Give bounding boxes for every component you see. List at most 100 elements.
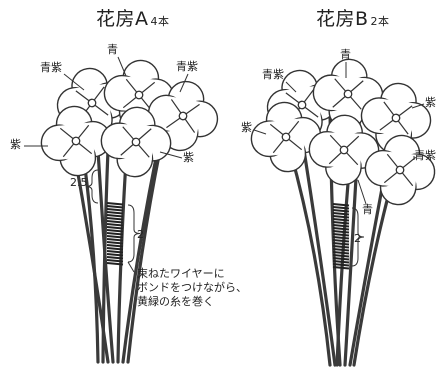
b-leader-right xyxy=(411,103,425,109)
a-label-top-right: 青紫 xyxy=(176,60,198,73)
thread-wrap-line xyxy=(106,223,124,227)
thread-wrap-line xyxy=(332,221,350,225)
thread-wrap-line xyxy=(106,202,124,206)
thread-wrap-line xyxy=(332,239,350,243)
thread-wrap-line xyxy=(332,248,350,252)
thread-wrap-line xyxy=(332,266,350,270)
a-measure-upper: 2.5 xyxy=(70,176,88,189)
thread-wrap-line xyxy=(106,238,124,242)
flower-center xyxy=(71,136,81,146)
thread-wrap-line xyxy=(106,229,124,233)
bouquet-b-flower-lower-right xyxy=(364,134,436,206)
a-instruction-note: 束ねたワイヤーに ボンドをつけながら、 黄緑の糸を巻く xyxy=(137,267,247,308)
thread-wrap-line xyxy=(106,217,124,221)
flower-center xyxy=(391,113,401,123)
bouquet-a-thread-wrap xyxy=(106,202,124,266)
thread-wrap-line xyxy=(332,218,350,222)
thread-wrap-line xyxy=(332,209,350,213)
b-label-left: 紫 xyxy=(241,121,252,134)
a-label-top-left: 青紫 xyxy=(40,61,62,74)
bouquet-a-flower-top-right xyxy=(147,80,219,152)
thread-wrap-line xyxy=(332,242,350,246)
bouquet-b-flower-right xyxy=(360,82,432,154)
flower-center xyxy=(131,137,141,147)
a-label-top: 青 xyxy=(107,43,118,56)
a-leader-top xyxy=(117,56,127,77)
a-measure-lower: 2 xyxy=(137,228,144,241)
thread-wrap-line xyxy=(106,235,124,239)
thread-wrap-line xyxy=(332,206,350,210)
bouquet-b-flower-left xyxy=(250,101,322,173)
thread-wrap-line xyxy=(332,251,350,255)
b-leader-bottom xyxy=(357,179,367,205)
thread-wrap-line xyxy=(106,262,124,266)
flower-center xyxy=(87,98,97,108)
thread-wrap-line xyxy=(106,250,124,254)
thread-wrap-line xyxy=(106,256,124,260)
bouquet-b-count: 2本 xyxy=(370,15,390,28)
bouquet-a-flower-left xyxy=(40,105,112,177)
a-leader-top-right xyxy=(179,73,189,93)
thread-wrap-line xyxy=(332,263,350,267)
thread-wrap-line xyxy=(106,214,124,218)
thread-wrap-line xyxy=(106,247,124,251)
b-label-top: 青 xyxy=(340,48,351,61)
thread-wrap-line xyxy=(332,260,350,264)
thread-wrap-line xyxy=(106,208,124,212)
flower-center xyxy=(297,100,307,110)
bouquet-b-thread-wrap xyxy=(332,203,350,270)
bouquet-b-flower-center xyxy=(308,114,380,186)
b-label-top-left: 青紫 xyxy=(262,68,284,81)
a-leader-right xyxy=(159,151,183,159)
thread-wrap-line xyxy=(106,220,124,224)
thread-wrap-line xyxy=(332,233,350,237)
thread-wrap-line xyxy=(106,226,124,230)
b-leader-top-left xyxy=(285,81,297,93)
thread-wrap-line xyxy=(106,232,124,236)
bouquet-a-flower-top xyxy=(103,59,175,131)
thread-wrap-line xyxy=(106,244,124,248)
b-leader-left xyxy=(253,129,267,135)
b-measure: 2 xyxy=(354,232,361,245)
thread-wrap-line xyxy=(106,241,124,245)
a-measure-lower-bracket xyxy=(127,204,141,263)
a-leader-top-left xyxy=(63,73,85,91)
thread-wrap-line xyxy=(106,253,124,257)
flower-center xyxy=(134,90,144,100)
b-label-right: 紫 xyxy=(425,96,436,109)
thread-wrap-line xyxy=(332,227,350,231)
thread-wrap-line xyxy=(332,245,350,249)
a-label-right: 紫 xyxy=(183,151,194,164)
thread-wrap-line xyxy=(332,203,350,207)
thread-wrap-line xyxy=(332,257,350,261)
thread-wrap-line xyxy=(332,254,350,258)
bouquet-a-stem xyxy=(126,148,162,364)
thread-wrap-line xyxy=(332,236,350,240)
bouquet-a-stem xyxy=(101,148,110,364)
bouquet-b-flower-top xyxy=(312,58,384,130)
thread-wrap-line xyxy=(106,205,124,209)
b-label-lower-right: 青紫 xyxy=(414,149,436,162)
thread-wrap-line xyxy=(332,224,350,228)
thread-wrap-line xyxy=(106,259,124,263)
thread-wrap-line xyxy=(332,215,350,219)
thread-wrap-line xyxy=(106,211,124,215)
a-label-left: 紫 xyxy=(10,138,21,151)
flower-center xyxy=(395,165,405,175)
bouquet-a-stem xyxy=(82,158,100,364)
b-measure-bracket xyxy=(351,207,365,267)
flower-center xyxy=(281,132,291,142)
bouquet-b-stem xyxy=(288,148,332,367)
flower-center xyxy=(343,89,353,99)
a-measure-upper-bracket xyxy=(85,169,99,204)
flower-center xyxy=(339,145,349,155)
thread-wrap-line xyxy=(332,230,350,234)
bouquet-a-count: 4本 xyxy=(150,15,170,28)
thread-wrap-line xyxy=(332,212,350,216)
a-note-leader xyxy=(127,261,135,273)
b-label-bottom: 青 xyxy=(362,203,373,216)
